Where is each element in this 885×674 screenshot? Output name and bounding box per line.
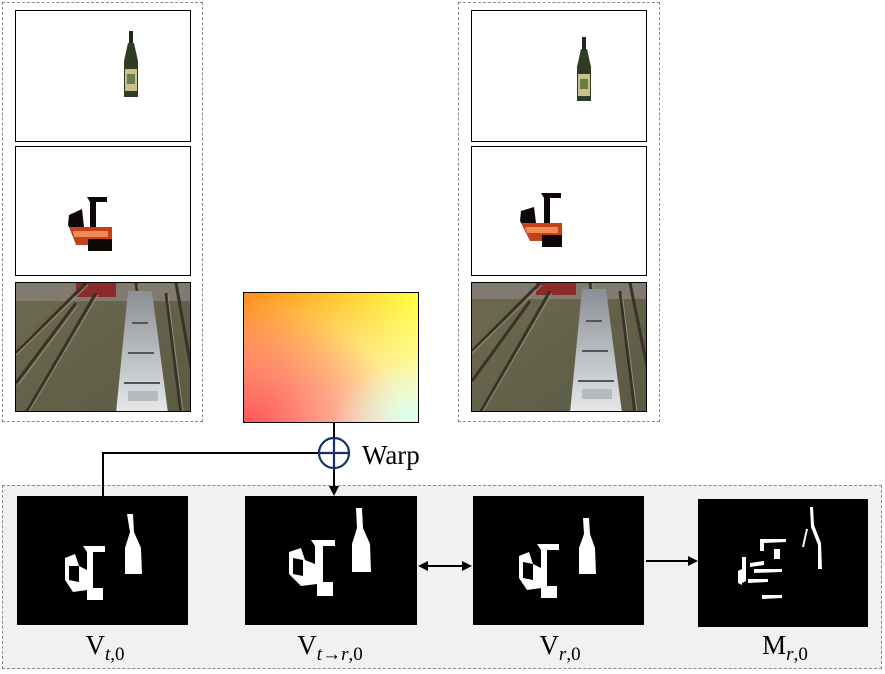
reference-train-frame <box>471 282 647 412</box>
mask-source <box>17 496 188 625</box>
reference-chair-frame <box>471 146 647 276</box>
source-train-frame <box>15 282 191 412</box>
bottle-image <box>124 31 138 97</box>
label-reference-mask: Vr,0 <box>539 630 581 665</box>
reference-bottle-frame <box>471 10 647 142</box>
label-warped-mask: Vt→r,0 <box>297 630 363 665</box>
train-image <box>472 283 646 411</box>
mask-difference <box>698 499 868 627</box>
source-to-warp-line <box>102 452 319 496</box>
label-source-mask: Vt,0 <box>85 630 125 665</box>
warp-label: Warp <box>362 440 420 470</box>
optical-flow-map <box>243 292 419 423</box>
source-bottle-frame <box>15 10 191 142</box>
warp-plus-icon <box>317 436 351 470</box>
reference-frames-group <box>458 2 660 422</box>
mask-reference <box>473 496 644 625</box>
source-frames-group <box>2 2 203 422</box>
source-chair-frame <box>15 146 191 276</box>
chair-image <box>520 193 562 247</box>
bottle-image <box>577 37 591 101</box>
chair-image <box>68 197 112 251</box>
train-image <box>16 283 190 411</box>
mask-warped <box>245 496 417 625</box>
label-difference-mask: Mr,0 <box>762 630 808 665</box>
